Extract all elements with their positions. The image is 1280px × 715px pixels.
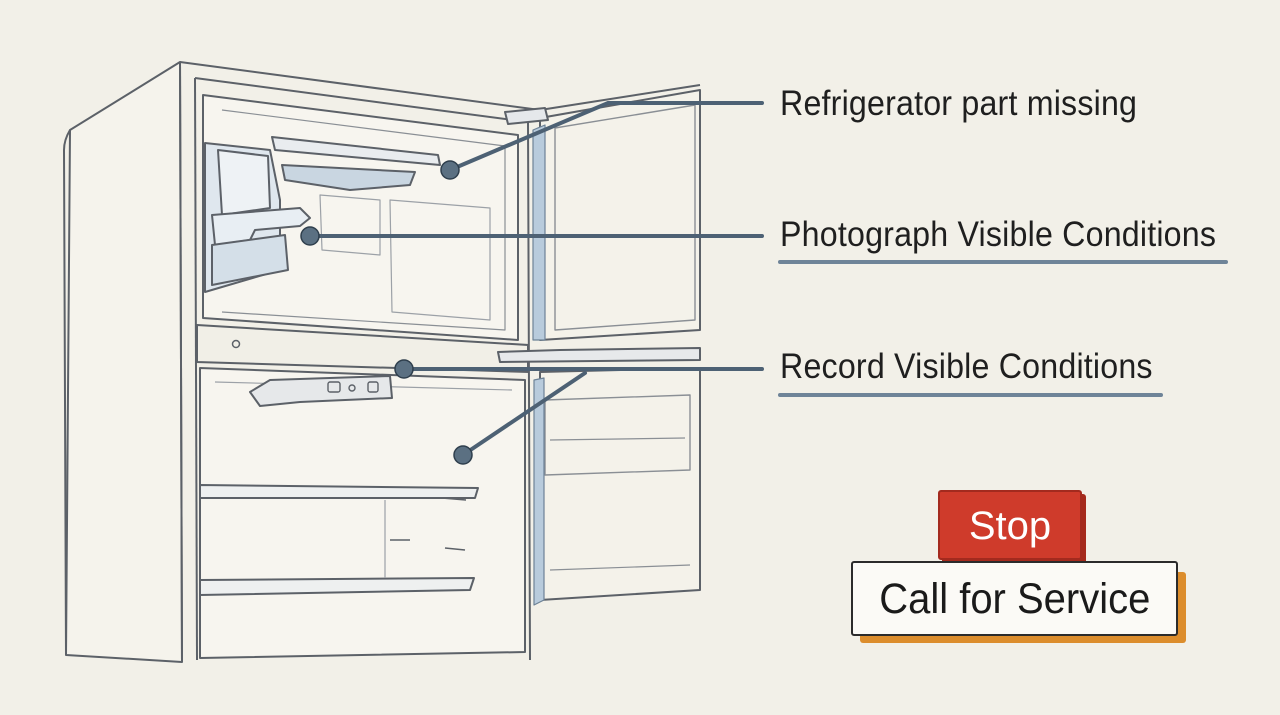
stop-badge: Stop	[938, 490, 1082, 560]
compartment-divider	[196, 323, 529, 374]
callout-underline-photograph	[778, 260, 1228, 264]
marker-dot-1	[440, 160, 460, 180]
fresh-food-compartment	[199, 367, 526, 659]
callout-label-part-missing: Refrigerator part missing	[780, 84, 1138, 123]
callout-label-photograph: Photograph Visible Conditions	[780, 215, 1217, 254]
refrigerator-doors	[497, 89, 701, 606]
marker-dot-3	[394, 359, 414, 379]
refrigerator-cabinet	[63, 61, 701, 663]
callout-leaders	[308, 101, 764, 457]
marker-dot-2	[300, 226, 320, 246]
leader-line-4	[461, 371, 587, 457]
callout-dots	[300, 160, 473, 465]
call-for-service-text: Call for Service	[878, 575, 1151, 623]
callout-underline-record	[778, 393, 1163, 397]
marker-dot-4	[453, 445, 473, 465]
call-for-service-box: Call for Service	[851, 561, 1178, 636]
freezer-compartment	[202, 94, 519, 341]
leader-line-1	[448, 101, 764, 172]
callout-label-record: Record Visible Conditions	[780, 347, 1153, 386]
